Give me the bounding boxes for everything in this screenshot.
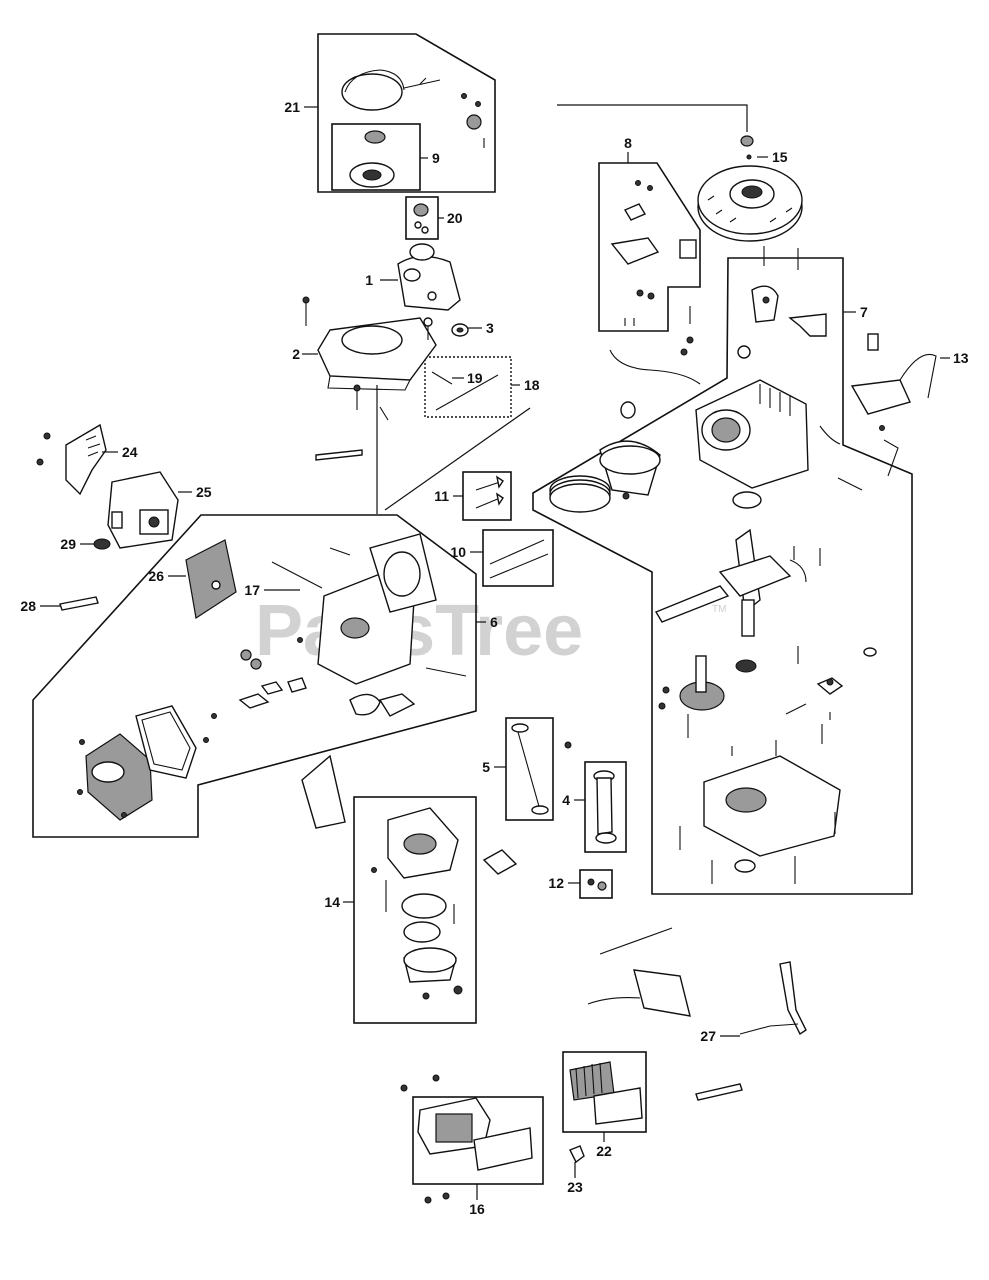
part-25-drawing [107,471,179,549]
crankcase-drawing [679,714,841,884]
part-28-drawing [59,596,99,611]
group-box-starter-pulley [331,123,421,191]
leader-lines [40,106,950,1200]
callout-7: 7 [860,304,868,320]
camshaft-drawing [658,646,877,720]
dipstick-drawing [511,723,572,815]
group-box-12 [579,869,613,899]
group-box-fill-tube [584,761,627,853]
bolt-drawing [315,449,363,461]
callout-12: 12 [548,875,564,891]
part-26-drawing [185,539,237,619]
part-2-drawing [302,296,469,410]
group-box-engine-block [532,257,913,895]
group-box-cylinder-head [32,514,477,838]
connector-line [557,104,748,132]
callout-4: 4 [562,792,570,808]
ignition-coil-drawing [850,333,937,477]
wire-drawing [609,349,701,385]
cylinder-head-drawing [203,533,467,743]
callout-11: 11 [434,488,449,504]
group-box-air-cleaner [412,1096,544,1185]
linkage-drawing [587,927,807,1101]
callout-14: 14 [324,894,340,910]
air-cleaner-drawing [400,1074,585,1204]
carburetor-drawing [371,807,518,1000]
callout-24: 24 [122,444,138,460]
group-box-18 [424,356,512,418]
part-10-drawing [489,539,549,579]
callout-10: 10 [450,544,466,560]
callout-21: 21 [284,99,300,115]
callout-23: 23 [567,1179,583,1195]
part-12-drawing [587,878,607,891]
watermark-trademark: TM [712,604,726,615]
insulator-plate-drawing [301,754,346,829]
part-29-drawing [93,538,111,550]
part-20-drawing [413,203,429,234]
callout-2: 2 [292,346,300,362]
group-box-carburetor [353,796,477,1024]
part-24-drawing [36,423,107,496]
fill-tube-drawing [593,770,617,844]
callout-3: 3 [486,320,494,336]
callout-6: 6 [490,614,498,630]
group-box-20 [405,196,439,240]
callout-17: 17 [244,582,260,598]
group-box-dipstick [505,717,554,821]
callout-15: 15 [772,149,788,165]
callout-1: 1 [365,272,373,288]
callout-8: 8 [624,135,632,151]
piston-drawing [549,401,661,513]
callout-26: 26 [148,568,164,584]
callout-29: 29 [60,536,76,552]
group-box-push-rods [482,529,554,587]
callout-16: 16 [469,1201,485,1217]
callout-28: 28 [20,598,36,614]
callout-9: 9 [432,150,440,166]
group-box-recoil-starter [317,33,496,193]
connector-line [384,407,531,511]
bracket-parts-drawing [610,180,697,326]
callout-labels: 1 2 3 4 5 6 7 8 9 10 11 12 13 14 15 16 1… [20,99,968,1217]
engine-block-drawing [680,246,863,491]
callout-13: 13 [953,350,969,366]
callout-19: 19 [467,370,483,386]
part-1-drawing [397,243,461,311]
crankshaft-drawing [654,491,821,673]
valve-cover-drawing [77,705,197,821]
part-18-19-drawing [379,371,499,421]
callout-25: 25 [196,484,212,500]
group-box-valves [462,471,512,521]
recoil-starter-drawing [341,69,485,188]
callout-20: 20 [447,210,463,226]
flywheel-drawing [697,135,803,242]
callout-22: 22 [596,1143,612,1159]
part-11-drawing [475,475,504,509]
callout-27: 27 [700,1028,716,1044]
callout-5: 5 [482,759,490,775]
callout-18: 18 [524,377,540,393]
group-box-bracket [598,162,701,332]
air-filter-drawing [569,1061,643,1125]
